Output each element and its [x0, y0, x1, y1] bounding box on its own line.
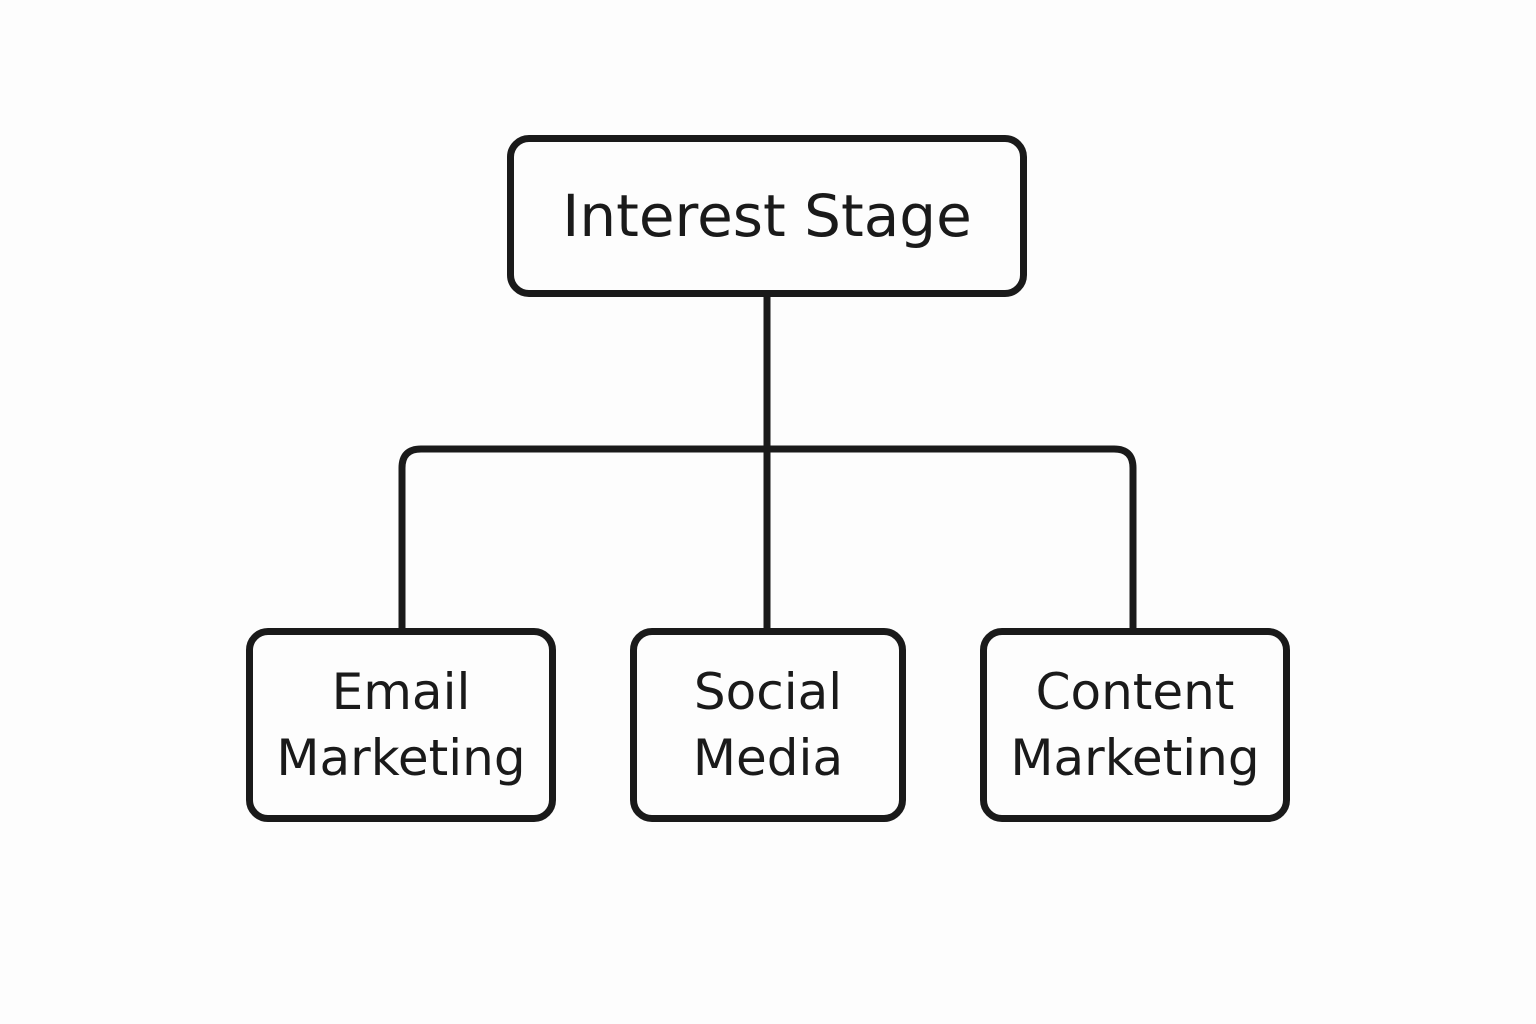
node-label-line1: Email	[331, 663, 471, 721]
node-label-line2: Marketing	[276, 729, 526, 787]
node-label-line2: Marketing	[1010, 729, 1260, 787]
node-interest-stage: Interest Stage	[507, 135, 1027, 297]
node-label-line1: Content	[1035, 663, 1235, 721]
node-label-line2: Media	[692, 729, 844, 787]
node-email-marketing: Email Marketing	[246, 628, 556, 822]
node-social-media: Social Media	[630, 628, 906, 822]
node-label: Interest Stage	[562, 182, 972, 250]
node-label-line1: Social	[693, 663, 843, 721]
node-content-marketing: Content Marketing	[980, 628, 1290, 822]
connector-branch	[398, 445, 1137, 632]
